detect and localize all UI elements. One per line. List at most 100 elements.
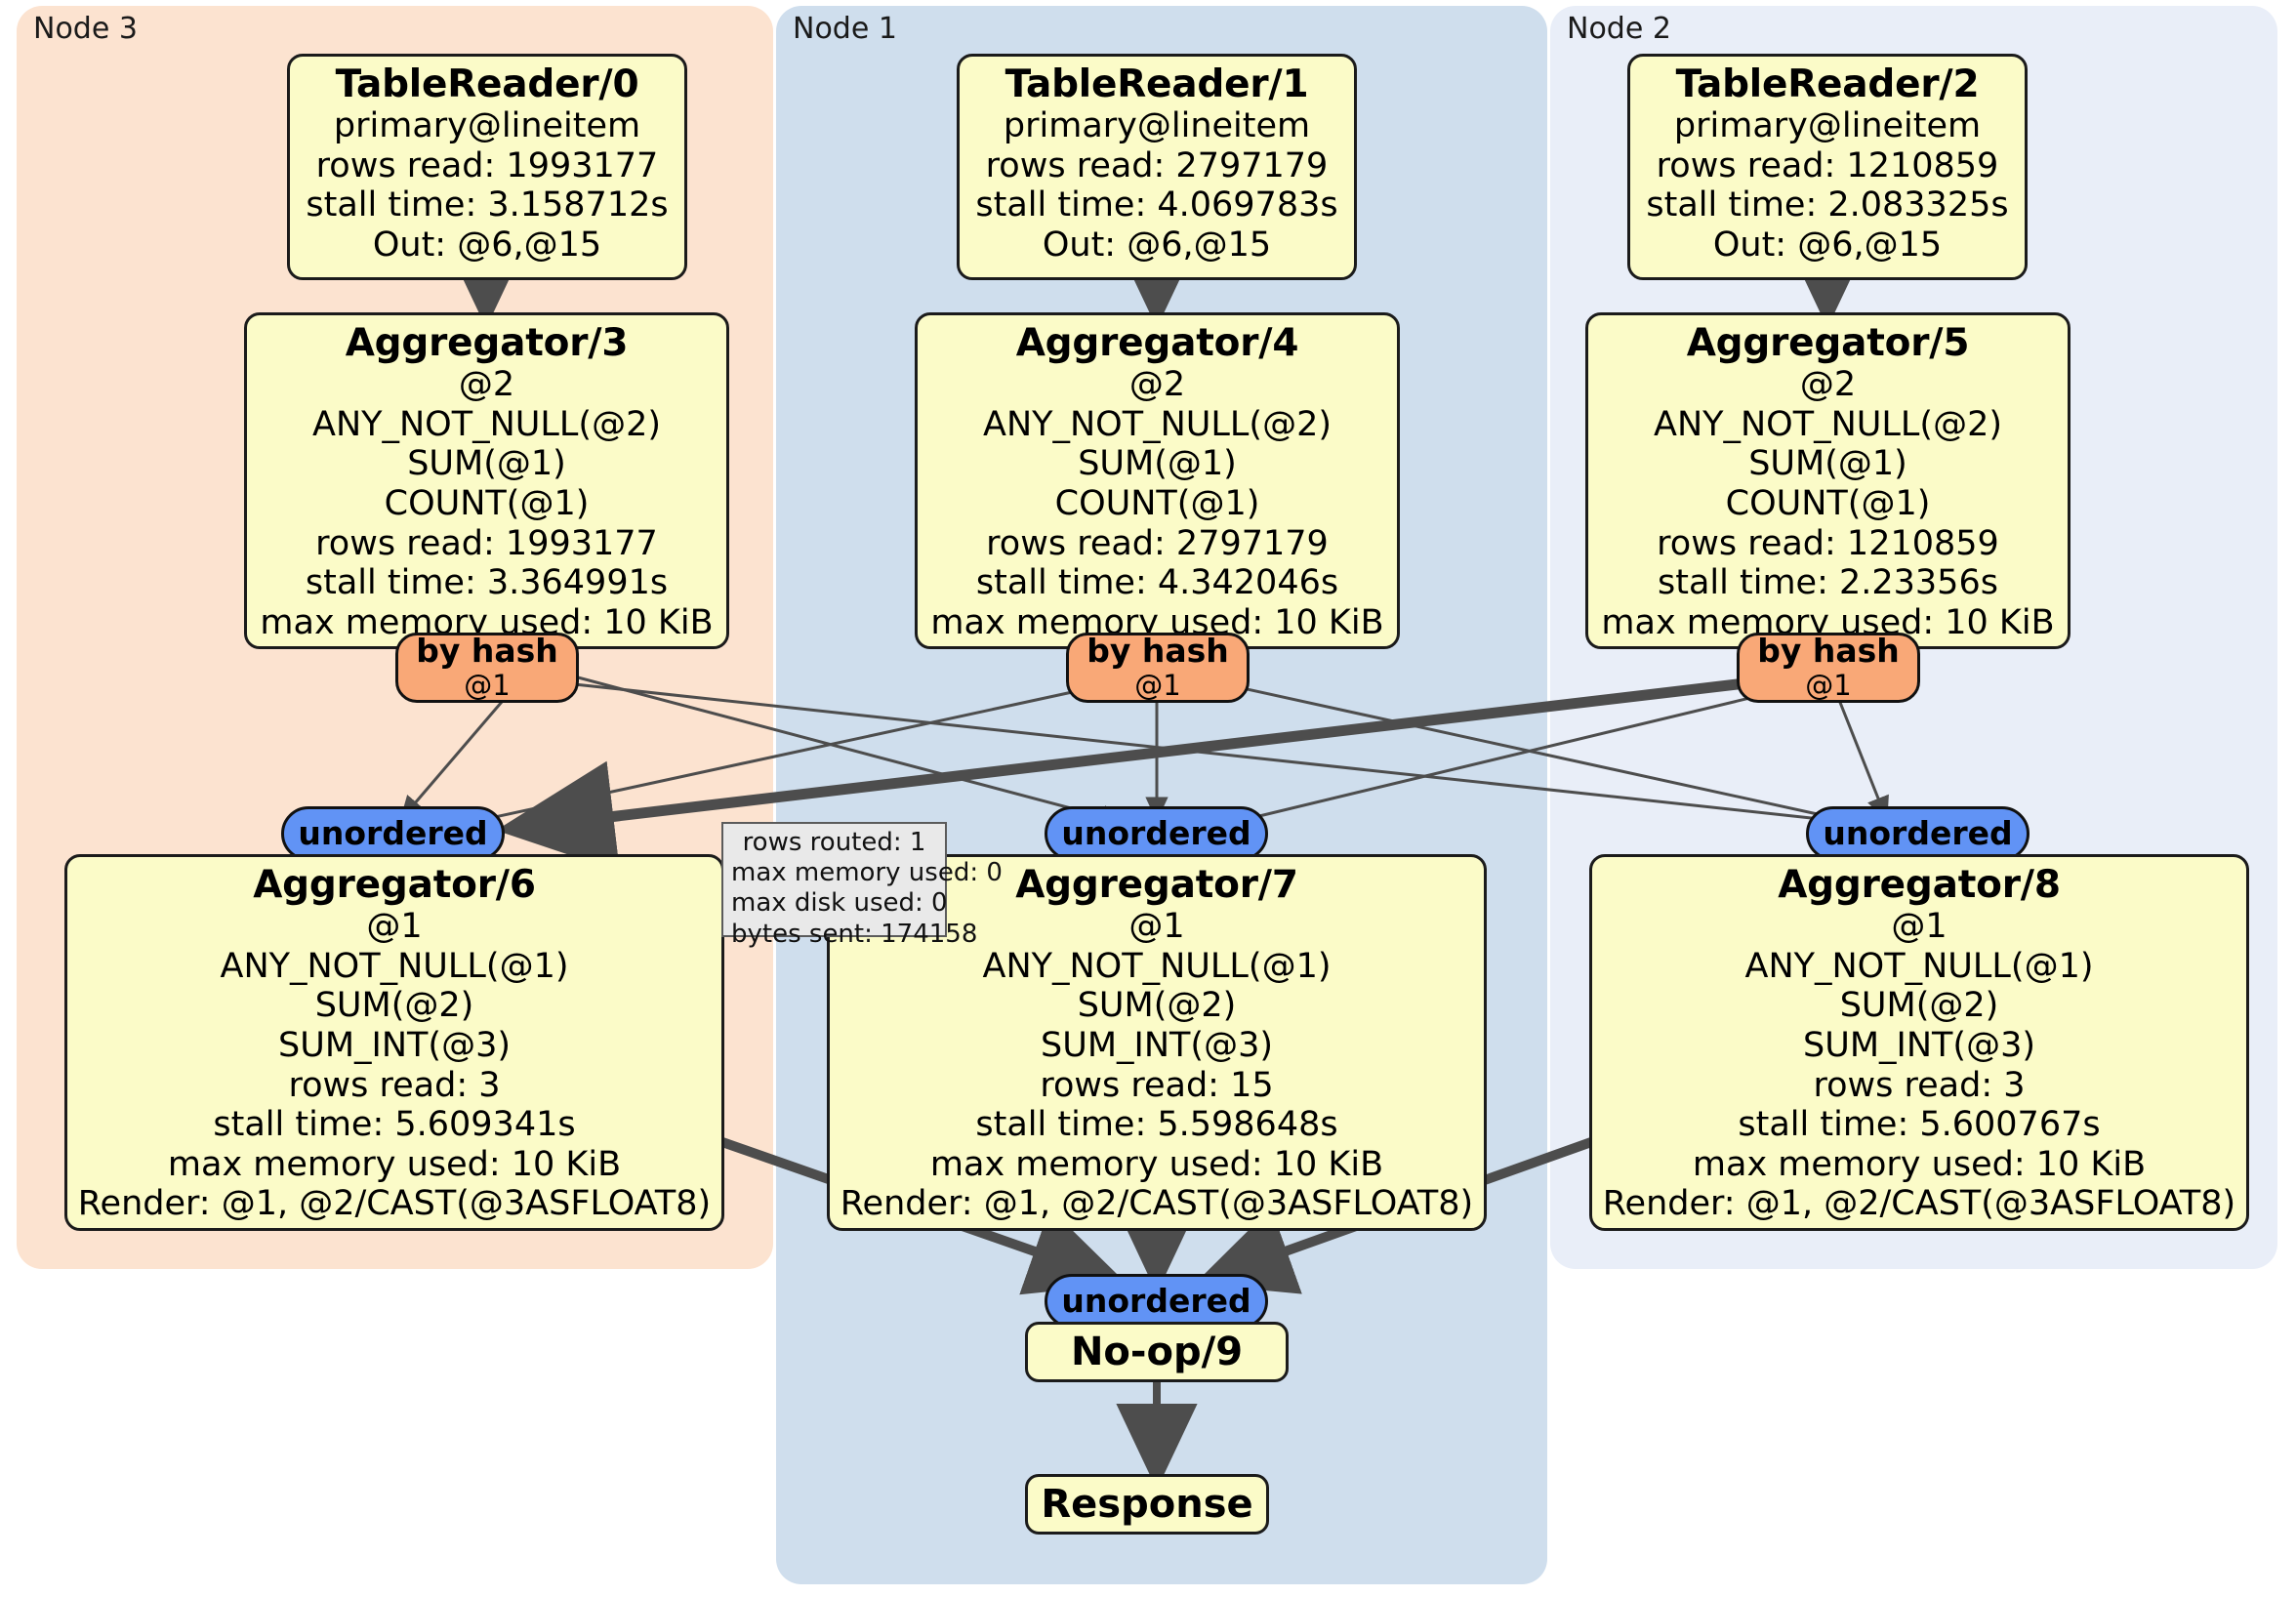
op-detail: SUM(@2) <box>1077 986 1237 1026</box>
op-detail: ANY_NOT_NULL(@2) <box>1654 404 2002 444</box>
op-detail: rows read: 1993177 <box>315 523 658 563</box>
sync-unordered-final[interactable]: unordered <box>1045 1274 1268 1329</box>
op-detail: primary@lineitem <box>333 106 641 146</box>
op-title: Aggregator/4 <box>1015 321 1299 365</box>
op-detail: stall time: 5.598648s <box>975 1105 1338 1145</box>
op-detail: ANY_NOT_NULL(@2) <box>983 404 1332 444</box>
tooltip-line: max disk used: 0 <box>731 888 948 919</box>
router-by-hash-4[interactable]: by hash @1 <box>1066 633 1250 703</box>
op-detail: Out: @6,@15 <box>1712 225 1943 266</box>
op-node-aggregator-4[interactable]: Aggregator/4 @2 ANY_NOT_NULL(@2) SUM(@1)… <box>915 312 1400 649</box>
op-title: Aggregator/6 <box>253 863 536 907</box>
op-detail: Render: @1, @2/CAST(@3ASFLOAT8) <box>77 1184 712 1224</box>
op-node-tablereader-0[interactable]: TableReader/0 primary@lineitem rows read… <box>287 54 687 280</box>
sync-label: unordered <box>298 813 488 852</box>
router-column: @1 <box>1805 669 1852 703</box>
op-title: Aggregator/8 <box>1778 863 2061 907</box>
op-title: Aggregator/7 <box>1015 863 1298 907</box>
panel-label-node2: Node 2 <box>1567 12 1671 46</box>
op-node-aggregator-3[interactable]: Aggregator/3 @2 ANY_NOT_NULL(@2) SUM(@1)… <box>244 312 729 649</box>
op-detail: primary@lineitem <box>1673 106 1982 146</box>
op-detail: rows read: 1993177 <box>315 145 659 185</box>
op-node-aggregator-7[interactable]: Aggregator/7 @1 ANY_NOT_NULL(@1) SUM(@2)… <box>827 854 1487 1231</box>
op-detail: stall time: 3.158712s <box>306 185 669 225</box>
tooltip-line: bytes sent: 174158 <box>731 919 978 949</box>
op-detail: COUNT(@1) <box>384 484 590 524</box>
op-detail: rows read: 15 <box>1040 1065 1274 1105</box>
op-detail: SUM_INT(@3) <box>278 1026 511 1066</box>
sync-unordered-right[interactable]: unordered <box>1806 806 2030 861</box>
op-detail: ANY_NOT_NULL(@1) <box>1744 946 2094 986</box>
op-detail: SUM(@2) <box>314 986 474 1026</box>
op-node-aggregator-5[interactable]: Aggregator/5 @2 ANY_NOT_NULL(@2) SUM(@1)… <box>1585 312 2070 649</box>
op-title: TableReader/1 <box>1004 62 1309 106</box>
op-detail: primary@lineitem <box>1003 106 1311 146</box>
op-detail: ANY_NOT_NULL(@1) <box>220 946 569 986</box>
op-title: Aggregator/5 <box>1686 321 1970 365</box>
op-detail: @1 <box>1891 907 1948 947</box>
op-detail: SUM(@1) <box>407 444 566 484</box>
op-title: Response <box>1041 1482 1253 1527</box>
op-detail: @2 <box>1799 365 1857 405</box>
op-detail: max memory used: 10 KiB <box>929 1144 1384 1184</box>
op-detail: SUM(@1) <box>1078 444 1237 484</box>
op-detail: rows read: 2797179 <box>985 145 1329 185</box>
router-by-hash-3[interactable]: by hash @1 <box>395 633 579 703</box>
op-detail: stall time: 2.23356s <box>1658 563 1998 603</box>
op-detail: COUNT(@1) <box>1725 484 1931 524</box>
op-detail: @1 <box>366 907 423 947</box>
panel-label-node3: Node 3 <box>33 12 138 46</box>
tooltip-line: max memory used: 0 <box>731 858 1003 888</box>
op-detail: @1 <box>1128 907 1185 947</box>
op-detail: rows read: 2797179 <box>986 523 1329 563</box>
op-detail: SUM_INT(@3) <box>1803 1026 2035 1066</box>
op-detail: max memory used: 10 KiB <box>1692 1144 2147 1184</box>
op-detail: @2 <box>1128 365 1186 405</box>
op-node-tablereader-1[interactable]: TableReader/1 primary@lineitem rows read… <box>957 54 1357 280</box>
router-label: by hash <box>416 632 558 671</box>
op-detail: stall time: 5.609341s <box>213 1105 576 1145</box>
sync-unordered-middle[interactable]: unordered <box>1045 806 1268 861</box>
sync-unordered-left[interactable]: unordered <box>281 806 505 861</box>
op-detail: Render: @1, @2/CAST(@3ASFLOAT8) <box>840 1184 1474 1224</box>
op-detail: ANY_NOT_NULL(@2) <box>312 404 661 444</box>
router-label: by hash <box>1757 632 1900 671</box>
op-detail: stall time: 5.600767s <box>1738 1105 2101 1145</box>
op-title: Aggregator/3 <box>345 321 629 365</box>
sync-label: unordered <box>1061 1281 1251 1320</box>
sync-label: unordered <box>1823 813 2013 852</box>
op-node-noop-9[interactable]: No-op/9 <box>1025 1322 1289 1382</box>
op-detail: ANY_NOT_NULL(@1) <box>982 946 1332 986</box>
router-column: @1 <box>464 669 511 703</box>
op-detail: stall time: 3.364991s <box>305 563 669 603</box>
op-detail: stall time: 4.069783s <box>975 185 1338 225</box>
op-detail: Render: @1, @2/CAST(@3ASFLOAT8) <box>1602 1184 2236 1224</box>
op-detail: rows read: 3 <box>1813 1065 2026 1105</box>
op-title: TableReader/0 <box>335 62 639 106</box>
router-label: by hash <box>1086 632 1229 671</box>
op-detail: SUM(@1) <box>1748 444 1907 484</box>
op-detail: SUM(@2) <box>1839 986 1999 1026</box>
router-by-hash-5[interactable]: by hash @1 <box>1737 633 1920 703</box>
op-node-tablereader-2[interactable]: TableReader/2 primary@lineitem rows read… <box>1627 54 2028 280</box>
op-detail: Out: @6,@15 <box>1042 225 1272 266</box>
op-detail: Out: @6,@15 <box>372 225 602 266</box>
op-node-aggregator-8[interactable]: Aggregator/8 @1 ANY_NOT_NULL(@1) SUM(@2)… <box>1589 854 2249 1231</box>
op-detail: COUNT(@1) <box>1054 484 1260 524</box>
op-node-aggregator-6[interactable]: Aggregator/6 @1 ANY_NOT_NULL(@1) SUM(@2)… <box>64 854 724 1231</box>
op-detail: stall time: 4.342046s <box>975 563 1339 603</box>
stats-tooltip: rows routed: 1 max memory used: 0 max di… <box>721 822 1003 949</box>
op-title: TableReader/2 <box>1675 62 1980 106</box>
op-detail: stall time: 2.083325s <box>1646 185 2009 225</box>
tooltip-line: rows routed: 1 <box>742 828 926 857</box>
op-detail: rows read: 1210859 <box>1657 523 1999 563</box>
sync-label: unordered <box>1061 813 1251 852</box>
op-detail: SUM_INT(@3) <box>1041 1026 1273 1066</box>
panel-label-node1: Node 1 <box>793 12 897 46</box>
op-node-response[interactable]: Response <box>1025 1474 1269 1535</box>
op-detail: max memory used: 10 KiB <box>167 1144 622 1184</box>
op-title: No-op/9 <box>1070 1330 1244 1374</box>
router-column: @1 <box>1134 669 1181 703</box>
op-detail: rows read: 1210859 <box>1656 145 1999 185</box>
